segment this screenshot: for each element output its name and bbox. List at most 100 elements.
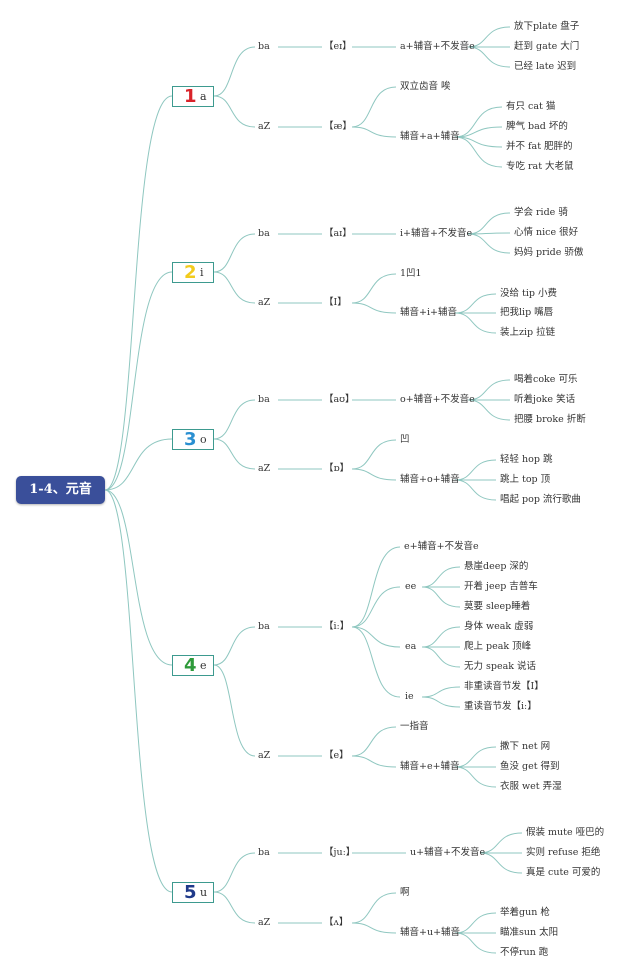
vowel-i-az-rule-link: [351, 302, 397, 314]
vowel-e-ie-word[interactable]: 重读音节发【iː】: [464, 701, 537, 712]
root-node[interactable]: 1-4、元音: [16, 476, 105, 504]
vowel-a-az-link-0: [454, 106, 503, 138]
vowel-o-letter: o: [200, 433, 207, 446]
vowel-o-az-word[interactable]: 轻轻 hop 跳: [500, 454, 553, 465]
vowel-e-ba-ipa[interactable]: 【iː】: [324, 621, 350, 632]
vowel-o-az-word[interactable]: 唱起 pop 流行歌曲: [500, 494, 581, 505]
vowel-e-ee[interactable]: ee: [405, 581, 417, 592]
vowel-a-az-ipa[interactable]: 【æ】: [324, 121, 352, 132]
vowel-e-az-word[interactable]: 衣服 wet 弄湿: [500, 781, 562, 792]
vowel-e-az[interactable]: aZ: [258, 750, 271, 761]
vowel-u-ba-word[interactable]: 假装 mute 哑巴的: [526, 827, 605, 838]
vowel-o-az-rule[interactable]: 辅音+o+辅音: [400, 474, 460, 485]
vowel-i-az-rule[interactable]: 辅音+i+辅音: [400, 307, 457, 318]
vowel-i-az[interactable]: aZ: [258, 297, 271, 308]
vowel-e-ea[interactable]: ea: [405, 641, 417, 652]
vowel-e-ee-word[interactable]: 莫要 sleep睡着: [464, 601, 531, 612]
vowel-o-az-link-2: [454, 479, 497, 501]
vowel-u-ba-word[interactable]: 真是 cute 可爱的: [526, 867, 601, 878]
vowel-a-ba[interactable]: ba: [258, 41, 270, 52]
vowel-u-az-ipa[interactable]: 【ʌ】: [324, 917, 349, 928]
vowel-i-az-link-2: [454, 312, 497, 334]
vowel-u-az-word[interactable]: 瞄准sun 太阳: [500, 927, 559, 938]
vowel-u-ba-rule[interactable]: u+辅音+不发音e: [410, 847, 486, 858]
vowel-e-az-ipa[interactable]: 【e】: [324, 750, 349, 761]
vowel-o-ba-word[interactable]: 听着joke 笑话: [514, 394, 576, 405]
vowel-e-ea-link-2: [421, 646, 461, 668]
vowel-i-ba-ipa[interactable]: 【aɪ】: [324, 228, 352, 239]
vowel-a-az-note[interactable]: 双立齿音 唉: [400, 81, 451, 92]
vowel-i-az-note[interactable]: 1凹1: [400, 268, 422, 279]
vowel-i-az-note-link: [351, 273, 397, 304]
vowel-u-az-link-2: [454, 932, 497, 954]
vowel-e-ie[interactable]: ie: [405, 691, 414, 702]
vowel-i-az-word[interactable]: 没给 tip 小费: [500, 288, 557, 299]
vowel-u-az-note[interactable]: 啊: [400, 887, 410, 898]
vowel-i-ba-word[interactable]: 妈妈 pride 骄傲: [514, 247, 584, 258]
vowel-u-az[interactable]: aZ: [258, 917, 271, 928]
vowel-e-ie-word[interactable]: 非重读音节发【I】: [464, 681, 544, 692]
vowel-u-az-word[interactable]: 不停run 跑: [500, 947, 549, 958]
vowel-i-ba-word[interactable]: 心情 nice 很好: [514, 227, 579, 238]
vowel-u-az-rule[interactable]: 辅音+u+辅音: [400, 927, 461, 938]
vowel-a-ba-word[interactable]: 赶到 gate 大门: [514, 41, 580, 52]
vowel-i-root-link: [104, 271, 173, 491]
vowel-e-ee-word[interactable]: 悬崖deep 深的: [464, 561, 529, 572]
vowel-a-az-rule[interactable]: 辅音+a+辅音: [400, 131, 460, 142]
vowel-a-az-word[interactable]: 专吃 rat 大老鼠: [506, 161, 574, 172]
vowel-i-ba-word[interactable]: 学会 ride 骑: [514, 207, 568, 218]
vowel-e-ee-word[interactable]: 开着 jeep 吉普车: [464, 581, 538, 592]
vowel-o-az-word[interactable]: 跳上 top 顶: [500, 474, 551, 485]
vowel-i-ba[interactable]: ba: [258, 228, 270, 239]
vowel-e-ba[interactable]: ba: [258, 621, 270, 632]
vowel-o-ba[interactable]: ba: [258, 394, 270, 405]
vowel-o-az[interactable]: aZ: [258, 463, 271, 474]
vowel-o-ba-rule[interactable]: o+辅音+不发音e: [400, 394, 475, 405]
vowel-e-ea-link-0: [421, 626, 461, 648]
vowel-u-ba-word[interactable]: 实则 refuse 拒绝: [526, 847, 601, 858]
vowel-e-ea-word[interactable]: 身体 weak 虚弱: [464, 621, 534, 632]
vowel-a-ba-word[interactable]: 已经 late 迟到: [514, 61, 577, 72]
vowel-i-az-word[interactable]: 装上zip 拉链: [500, 327, 556, 338]
vowel-e-az-word[interactable]: 鱼没 get 得到: [500, 761, 560, 772]
vowel-e-ie-link: [351, 626, 401, 698]
vowel-a-az-word[interactable]: 脾气 bad 坏的: [506, 121, 568, 132]
vowel-e-az-rule[interactable]: 辅音+e+辅音: [400, 761, 460, 772]
vowel-u-ba[interactable]: ba: [258, 847, 270, 858]
vowel-a-az-word[interactable]: 有只 cat 猫: [506, 101, 556, 112]
vowel-i-az-ipa[interactable]: 【I】: [324, 297, 347, 308]
vowel-o-az-note[interactable]: 凹: [400, 434, 410, 445]
vowel-e-az-note[interactable]: 一指音: [400, 721, 429, 732]
vowel-u-number: 5: [184, 882, 197, 903]
vowel-i-az-word[interactable]: 把我lip 嘴唇: [500, 307, 554, 318]
vowel-o-ba-word[interactable]: 把腰 broke 折断: [514, 414, 586, 425]
vowel-i-ba-rule[interactable]: i+辅音+不发音e: [400, 228, 473, 239]
vowel-e-ba-rule[interactable]: e+辅音+不发音e: [404, 541, 479, 552]
vowel-a-ba-rule[interactable]: a+辅音+不发音e: [400, 41, 475, 52]
vowel-o-az-ipa[interactable]: 【ɒ】: [324, 463, 350, 474]
vowel-a-ba-ipa[interactable]: 【eɪ】: [324, 41, 352, 52]
vowel-u-ba-link-0: [479, 832, 523, 854]
vowel-o-ba-word[interactable]: 喝着coke 可乐: [514, 374, 578, 385]
vowel-a-ba-link-0: [467, 26, 511, 48]
vowel-a-az-word[interactable]: 并不 fat 肥胖的: [506, 141, 573, 152]
vowel-a-az-rule-link: [351, 126, 397, 138]
vowel-e-ea-word[interactable]: 无力 speak 说话: [464, 661, 537, 672]
vowel-a-ba-link-2: [467, 46, 511, 68]
vowel-u-ba-ipa[interactable]: 【juː】: [324, 847, 356, 858]
vowel-a-ba-word[interactable]: 放下plate 盘子: [514, 21, 580, 32]
vowel-u-az-word[interactable]: 举着gun 枪: [500, 907, 550, 918]
vowel-o-ba-ipa[interactable]: 【aʊ】: [324, 394, 355, 405]
vowel-e-ee-link: [351, 586, 401, 628]
vowel-e-az-word[interactable]: 撒下 net 网: [500, 741, 551, 752]
vowel-a-az[interactable]: aZ: [258, 121, 271, 132]
vowel-i-az-link: [213, 271, 256, 304]
vowel-e-ea-word[interactable]: 爬上 peak 顶峰: [464, 641, 532, 652]
vowel-o-az-note-link: [351, 439, 397, 470]
